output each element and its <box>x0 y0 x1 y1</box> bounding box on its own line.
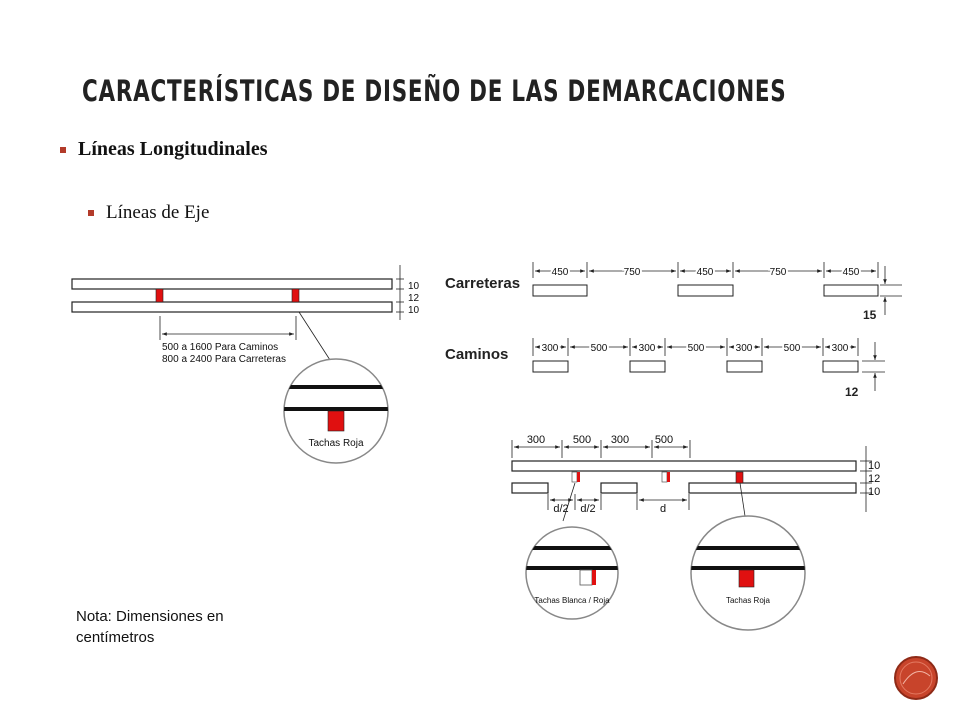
dash-segment <box>823 284 879 297</box>
dash-segment <box>600 482 638 494</box>
dim-label: 300 <box>736 343 753 354</box>
detail-circle <box>525 526 619 620</box>
section-label: Carreteras <box>445 275 520 292</box>
dim-label: 750 <box>770 267 787 278</box>
dim-label: 500 <box>655 434 673 446</box>
red-tacha <box>735 471 744 484</box>
white-tacha <box>571 471 578 483</box>
red-tacha <box>291 288 300 303</box>
continuous-line <box>511 460 857 472</box>
dim-label: 500 <box>591 343 608 354</box>
dim-label: 12 <box>868 473 880 485</box>
carreteras-diagram: Carreteras 450 750 450 750 450 15 <box>445 262 902 322</box>
left-diagram: 10 12 10 500 a 1600 Para Caminos 800 a 2… <box>71 265 420 464</box>
red-tacha <box>667 472 670 482</box>
dim-label: 10 <box>408 281 420 292</box>
dim-label: 10 <box>408 305 420 316</box>
line-bar-bottom <box>71 301 393 313</box>
detail-label: Tachas Blanca / Roja <box>534 596 610 605</box>
dim-label: 15 <box>863 308 877 322</box>
red-tacha <box>577 472 580 482</box>
dash-segment <box>726 360 763 373</box>
dim-label: 10 <box>868 486 880 498</box>
dim-label: 12 <box>845 385 859 399</box>
dash-segment <box>629 360 666 373</box>
square-bullet-icon <box>88 210 94 216</box>
dim-label: 500 <box>573 434 591 446</box>
dash-segment <box>532 284 588 297</box>
note-text: Nota: Dimensiones en centímetros <box>76 608 224 646</box>
dim-label: 500 <box>688 343 705 354</box>
square-bullet-icon <box>60 146 66 153</box>
dim-label: d/2 <box>553 503 568 515</box>
dim-label: 300 <box>527 434 545 446</box>
red-tacha-detail <box>738 569 755 588</box>
dim-label: 300 <box>639 343 656 354</box>
dim-label: 750 <box>624 267 641 278</box>
dim-label: 300 <box>611 434 629 446</box>
spacing-label: 800 a 2400 Para Carreteras <box>162 354 286 365</box>
white-tacha <box>661 471 668 483</box>
bullet-lineas-de-eje: Líneas de Eje <box>88 202 209 224</box>
bullet-lineas-longitudinales: Líneas Longitudinales <box>60 138 268 161</box>
dash-segment <box>532 360 569 373</box>
red-tacha-detail <box>592 570 596 585</box>
dash-segment <box>677 284 734 297</box>
detail-label: Tachas Roja <box>308 438 363 449</box>
dim-label: d <box>660 503 666 515</box>
dim-label: 450 <box>697 267 714 278</box>
dim-label: 12 <box>408 293 420 304</box>
bottom-diagram: 300 500 300 500 10 12 10 d/2 d/2 d <box>511 434 880 631</box>
bullet-text: Líneas Longitudinales <box>78 138 268 160</box>
line-bar-top <box>71 278 393 290</box>
spacing-label: 500 a 1600 Para Caminos <box>162 342 278 353</box>
continuous-line <box>688 482 857 494</box>
red-tacha-detail <box>327 410 345 432</box>
dim-label: 300 <box>832 343 849 354</box>
white-tacha-detail <box>579 569 593 586</box>
detail-label: Tachas Roja <box>726 596 771 605</box>
decorative-circle-icon <box>894 656 938 700</box>
dim-label: 450 <box>552 267 569 278</box>
dash-segment <box>822 360 859 373</box>
dim-label: 300 <box>542 343 559 354</box>
dim-label: d/2 <box>580 503 595 515</box>
bullet-text: Líneas de Eje <box>106 202 210 223</box>
section-label: Caminos <box>445 346 508 363</box>
caminos-diagram: Caminos 300 500 300 500 300 500 300 12 <box>445 338 885 399</box>
slide-title: Características de diseño de las demarca… <box>82 74 787 108</box>
dash-segment <box>511 482 549 494</box>
dim-label: 10 <box>868 460 880 472</box>
dim-label: 450 <box>843 267 860 278</box>
dim-label: 500 <box>784 343 801 354</box>
red-tacha <box>155 288 164 303</box>
